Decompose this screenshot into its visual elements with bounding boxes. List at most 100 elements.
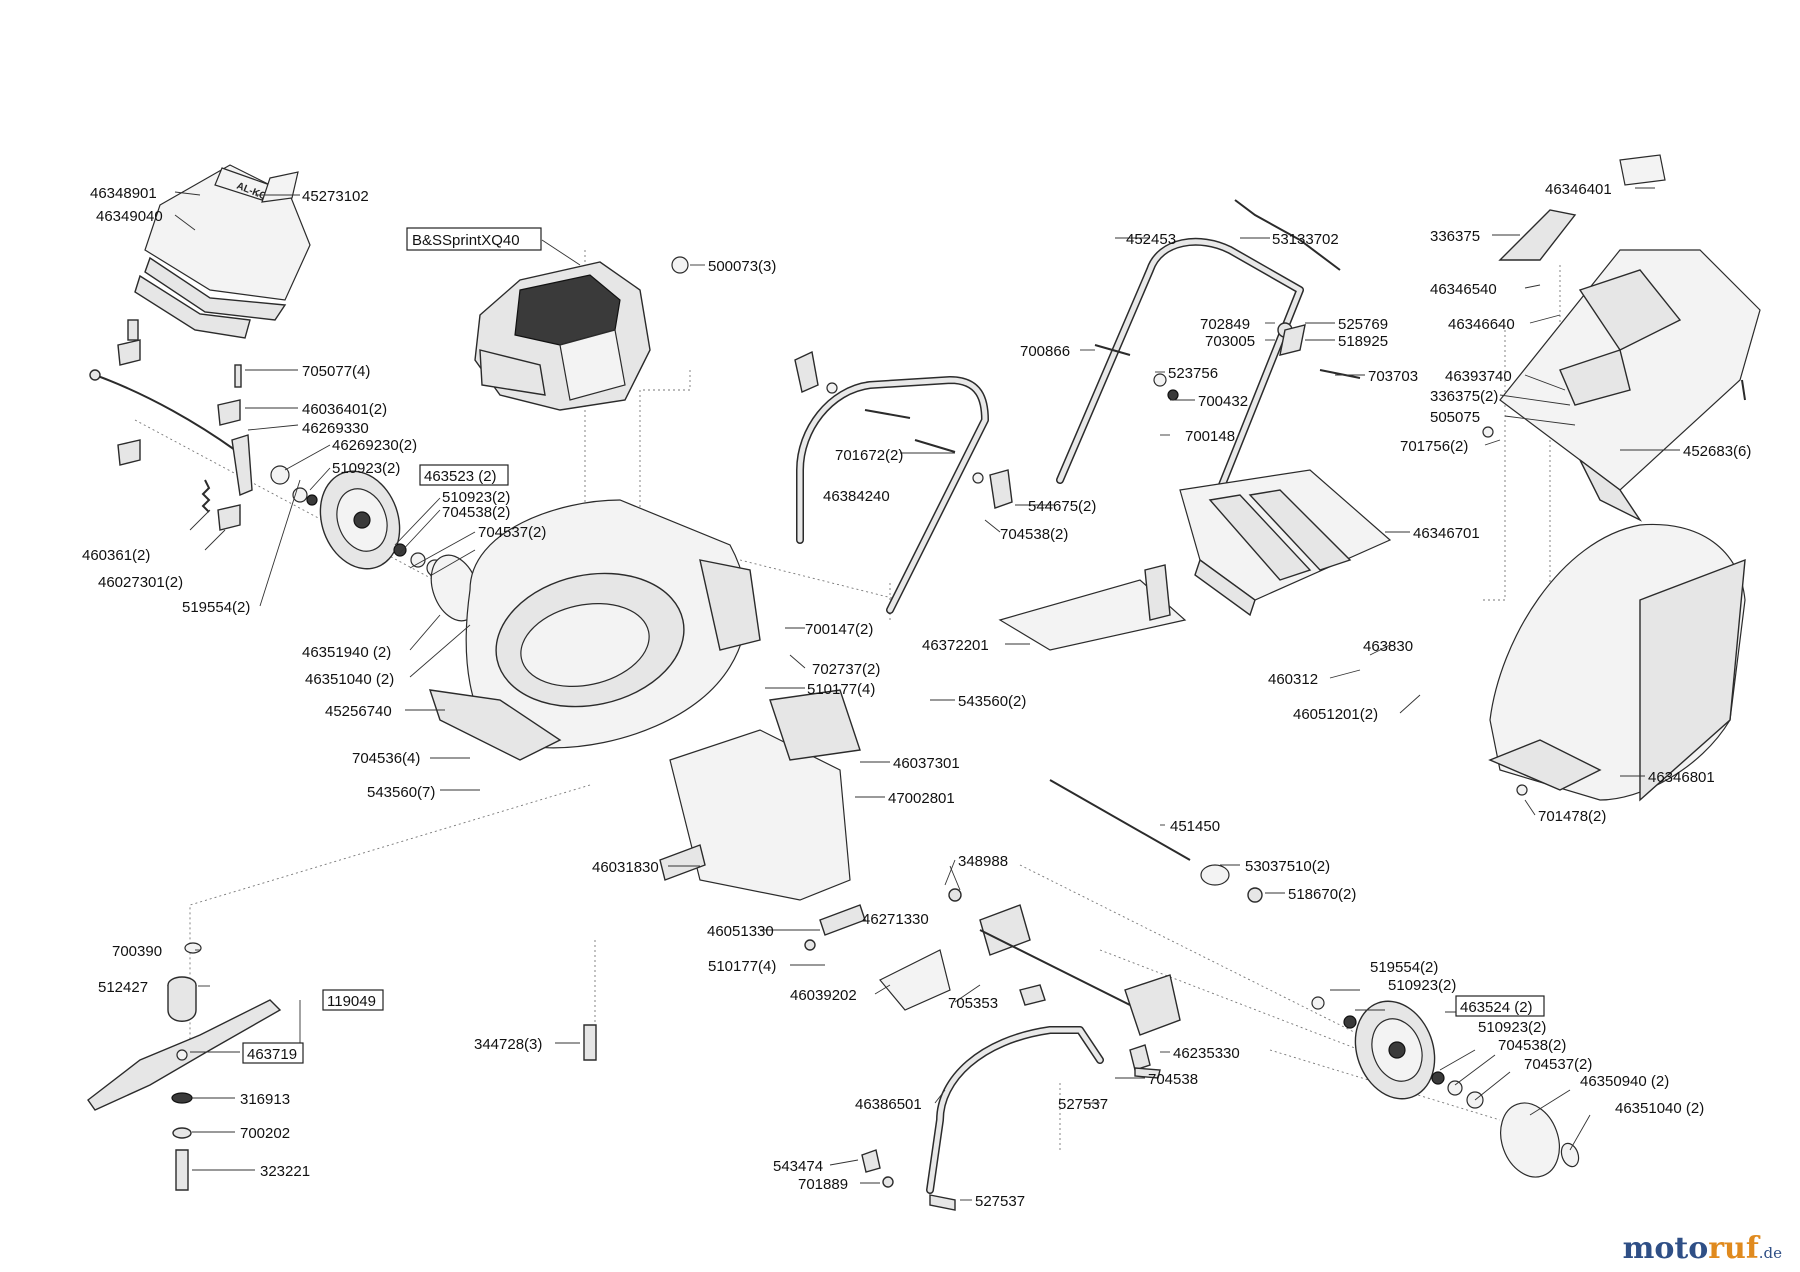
part-number-704537-left: 704537(2) <box>478 524 546 541</box>
part-number-316913: 316913 <box>240 1091 290 1108</box>
watermark-logo: motoruf.de <box>1623 1231 1782 1266</box>
part-number-46235330: 46235330 <box>1173 1045 1240 1062</box>
part-number-46346701: 46346701 <box>1413 525 1480 542</box>
reference-lines <box>134 250 1561 1150</box>
part-number-701672: 701672(2) <box>835 447 903 464</box>
part-number-47002801: 47002801 <box>888 790 955 807</box>
part-number-543560-deck: 543560(7) <box>367 784 435 801</box>
part-number-53133702: 53133702 <box>1272 231 1339 248</box>
part-number-460312: 460312 <box>1268 671 1318 688</box>
part-number-46027301: 46027301(2) <box>98 574 183 591</box>
part-number-705077: 705077(4) <box>302 363 370 380</box>
left-linkage-parts <box>89 319 318 531</box>
part-number-505075: 505075 <box>1430 409 1480 426</box>
upper-handle <box>1056 199 1361 544</box>
part-number-46051201: 46051201(2) <box>1293 706 1378 723</box>
part-number-46346540: 46346540 <box>1430 281 1497 298</box>
part-number-45273102: 45273102 <box>302 188 369 205</box>
part-number-701756: 701756(2) <box>1400 438 1468 455</box>
part-number-46351940: 46351940 (2) <box>302 644 391 661</box>
part-number-46386501: 46386501 <box>855 1096 922 1113</box>
part-number-463523: 463523 (2) <box>424 468 497 485</box>
part-number-46037301: 46037301 <box>893 755 960 772</box>
part-number-543474: 543474 <box>773 1158 823 1175</box>
part-number-702849: 702849 <box>1200 316 1250 333</box>
part-number-53037510: 53037510(2) <box>1245 858 1330 875</box>
blade-label-box <box>242 1042 304 1064</box>
part-number-704537-right: 704537(2) <box>1524 1056 1592 1073</box>
part-number-451450: 451450 <box>1170 818 1220 835</box>
left-rear-wheel <box>319 470 498 622</box>
right-wheel-label-box <box>1455 995 1545 1017</box>
part-number-700148: 700148 <box>1185 428 1235 445</box>
part-number-510177-b: 510177(4) <box>708 958 776 975</box>
part-number-510177-a: 510177(4) <box>807 681 875 698</box>
part-number-46346640: 46346640 <box>1448 316 1515 333</box>
part-number-700432: 700432 <box>1198 393 1248 410</box>
part-number-544675: 544675(2) <box>1028 498 1096 515</box>
part-number-46271330: 46271330 <box>862 911 929 928</box>
part-number-46393740: 46393740 <box>1445 368 1512 385</box>
part-number-45256740: 45256740 <box>325 703 392 720</box>
part-number-704538-handle: 704538(2) <box>1000 526 1068 543</box>
part-number-700866: 700866 <box>1020 343 1070 360</box>
part-number-510923-right-b: 510923(2) <box>1478 1019 1546 1036</box>
part-number-523756: 523756 <box>1168 365 1218 382</box>
part-number-463830: 463830 <box>1363 638 1413 655</box>
part-number-46351040-left: 46351040 (2) <box>305 671 394 688</box>
part-number-527537-b: 527537 <box>975 1193 1025 1210</box>
part-number-701889: 701889 <box>798 1176 848 1193</box>
part-number-engine: B&SSprintXQ40 <box>412 232 520 249</box>
part-number-463524: 463524 (2) <box>1460 999 1533 1016</box>
brand-part-2: ruf <box>1708 1231 1759 1266</box>
part-number-46348901: 46348901 <box>90 185 157 202</box>
part-number-519554-right: 519554(2) <box>1370 959 1438 976</box>
part-number-348988: 348988 <box>958 853 1008 870</box>
part-number-46039202: 46039202 <box>790 987 857 1004</box>
part-number-510923-right-a: 510923(2) <box>1388 977 1456 994</box>
part-number-525769: 525769 <box>1338 316 1388 333</box>
part-number-46372201: 46372201 <box>922 637 989 654</box>
part-number-452683: 452683(6) <box>1683 443 1751 460</box>
part-number-336375: 336375 <box>1430 228 1480 245</box>
part-number-452453: 452453 <box>1126 231 1176 248</box>
part-number-46036401: 46036401(2) <box>302 401 387 418</box>
part-number-344728: 344728(3) <box>474 1036 542 1053</box>
blade-kit-label-box <box>322 989 384 1011</box>
mower-deck <box>428 499 761 761</box>
part-number-527537-a: 527537 <box>1058 1096 1108 1113</box>
part-number-336375-pair: 336375(2) <box>1430 388 1498 405</box>
part-number-463719: 463719 <box>247 1046 297 1063</box>
part-number-460361: 460361(2) <box>82 547 150 564</box>
catcher-top <box>1482 154 1761 522</box>
part-number-500073: 500073(3) <box>708 258 776 275</box>
part-number-46351040-right: 46351040 (2) <box>1615 1100 1704 1117</box>
top-cover: AL-KO <box>134 164 311 339</box>
part-number-703703: 703703 <box>1368 368 1418 385</box>
part-number-704538-bar: 704538 <box>1148 1071 1198 1088</box>
part-labels: 46348901 45273102 46349040 B&SSprintXQ40… <box>82 181 1751 1210</box>
part-number-704538-right: 704538(2) <box>1498 1037 1566 1054</box>
chute-and-flap <box>998 469 1392 651</box>
rear-flap-assembly <box>659 689 1263 1036</box>
part-number-46346401: 46346401 <box>1545 181 1612 198</box>
part-number-46269230: 46269230(2) <box>332 437 417 454</box>
left-wheel-label-box <box>419 464 509 486</box>
part-number-46051330: 46051330 <box>707 923 774 940</box>
part-number-701478: 701478(2) <box>1538 808 1606 825</box>
part-number-46384240: 46384240 <box>823 488 890 505</box>
part-number-323221: 323221 <box>260 1163 310 1180</box>
part-number-46346801: 46346801 <box>1648 769 1715 786</box>
catcher-basket <box>1488 523 1746 802</box>
part-number-46031830: 46031830 <box>592 859 659 876</box>
part-number-519554-left: 519554(2) <box>182 599 250 616</box>
leader-lines <box>174 187 1680 1201</box>
push-bar <box>861 1026 1161 1211</box>
part-number-704538-left: 704538(2) <box>442 504 510 521</box>
lower-handle <box>794 350 1013 614</box>
part-number-700147: 700147(2) <box>805 621 873 638</box>
part-number-700390: 700390 <box>112 943 162 960</box>
part-number-512427: 512427 <box>98 979 148 996</box>
